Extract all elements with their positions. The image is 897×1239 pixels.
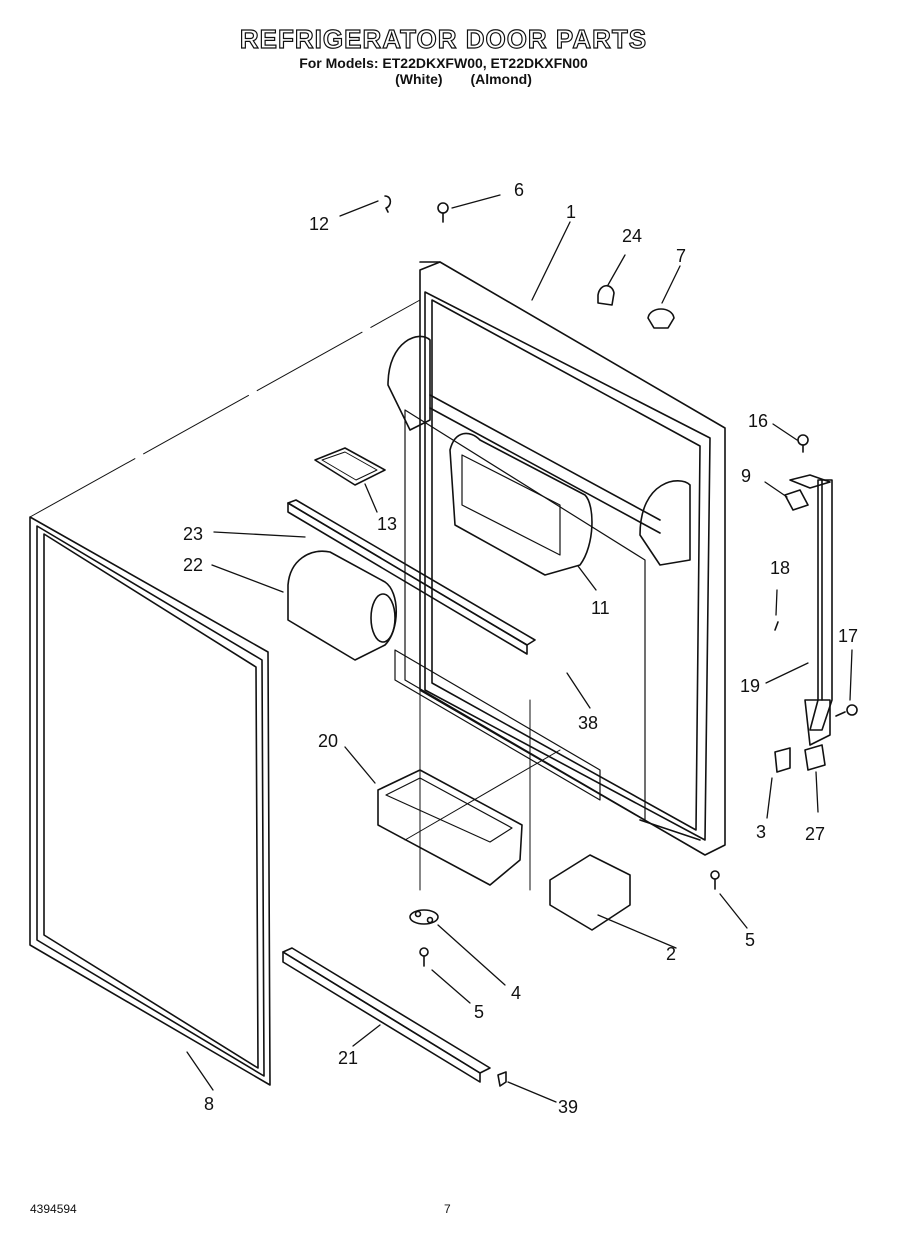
door-stop-drawing [597,284,615,306]
callout-door-rail: 23 [183,524,203,544]
colors-line: (White) (Almond) [395,71,532,87]
callout-shelf-clip: 38 [578,713,598,733]
page-number: 7 [444,1202,451,1216]
callout-plug: 7 [676,246,686,266]
screws-drawing [384,195,858,967]
dairy-bin-drawing [449,432,593,576]
explode-lines [29,299,561,891]
callout-gasket: 8 [204,1094,214,1114]
callout-clip: 12 [309,214,329,234]
callout-screw-lower: 5 [474,1002,484,1022]
shelf-retainer-drawing [314,447,386,486]
header: REFRIGERATOR DOOR PARTS For Models: ET22… [0,23,897,87]
callout-handle-clip: 27 [805,824,825,844]
callout-door-shelf: 20 [318,731,338,751]
callout-dairy-door-bin: 11 [591,598,610,618]
leader-arrows [186,194,853,1103]
callout-shelf-retainer: 13 [377,514,397,534]
callout-handle-screw: 17 [838,626,858,646]
callout-hinge-spacer: 9 [741,466,751,486]
door-shelf-drawing [377,769,523,886]
door-panel-drawing [387,261,726,856]
bottom-hinge-drawing [409,909,439,925]
callout-end-cap: 39 [558,1097,578,1117]
handle-drawing [774,474,833,746]
bracket-drawing [774,747,791,773]
callout-hinge-cover: 2 [666,944,676,964]
doc-number: 4394594 [30,1202,77,1216]
callout-door-panel: 1 [566,202,576,222]
callout-handle: 19 [740,676,760,696]
handle-clip-drawing [804,744,826,771]
callout-door-stop: 24 [622,226,642,246]
trim-strip-drawing [282,947,507,1087]
page-title: REFRIGERATOR DOOR PARTS [239,23,648,54]
gasket-drawing [29,516,271,1086]
plug-drawing [647,308,675,329]
callout-handle-insert: 18 [770,558,790,578]
hinge-cover-drawing [549,854,631,931]
callout-bottom-hinge: 4 [511,983,521,1003]
callout-screw: 5 [745,930,755,950]
callout-screw-top: 6 [514,180,524,200]
models-line: For Models: ET22DKXFW00, ET22DKXFN00 [299,55,588,71]
callout-egg-bin: 22 [183,555,203,575]
egg-bin-drawing [287,550,397,661]
callout-trim-strip: 21 [338,1048,358,1068]
door-rail-drawing [287,499,536,655]
callout-bracket: 3 [756,822,766,842]
callout-hinge-screw: 16 [748,411,768,431]
